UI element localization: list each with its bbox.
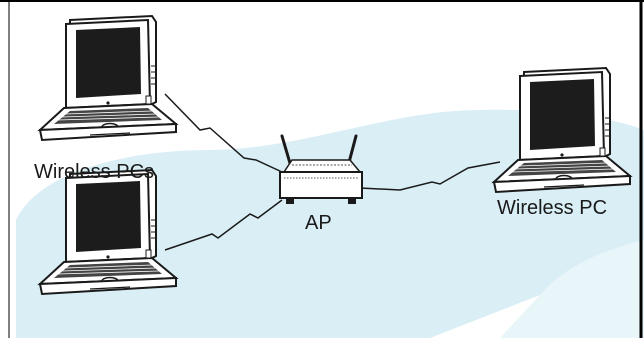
wireless-link-top-pc-to-ap (164, 93, 283, 173)
wireless-link-bottom-pc-to-ap (164, 199, 283, 251)
access-point-icon (279, 134, 363, 204)
wireless-pc-label: Wireless PC (497, 197, 607, 219)
wireless-link-ap-to-right-pc (359, 161, 501, 191)
wireless-pcs-label: Wireless PCs (34, 161, 154, 183)
access-point-label: AP (305, 212, 332, 234)
coverage-edge (500, 240, 644, 338)
